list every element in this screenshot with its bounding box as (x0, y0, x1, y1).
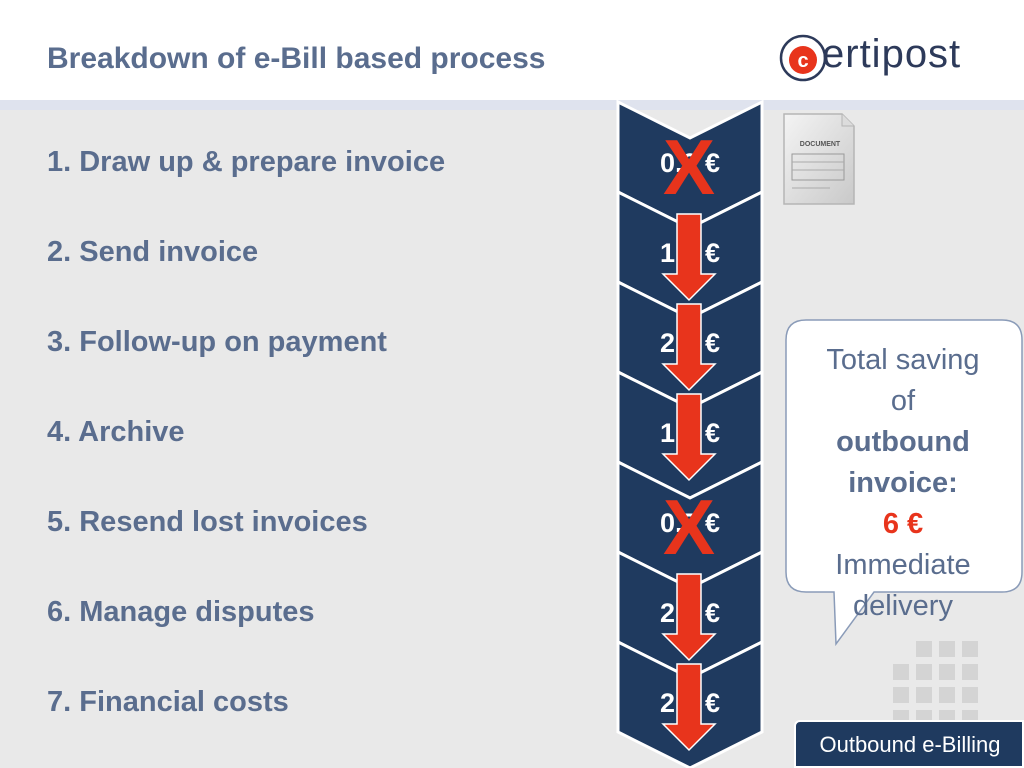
header-divider (0, 100, 1024, 110)
step-cost-3: 2,0 € (659, 328, 721, 358)
callout-line-4: invoice: (848, 467, 958, 499)
grid-square (916, 641, 932, 657)
logo-wordmark: ertipost (822, 32, 961, 77)
step-label-5: 5. Resend lost invoices (47, 506, 368, 538)
callout-amount: 6 € (882, 508, 924, 540)
step-cost-2: 1,0 € (659, 238, 721, 268)
step-label-2: 2. Send invoice (47, 236, 259, 268)
step-label-4: 4. Archive (47, 416, 185, 448)
callout-line-1: Total saving (826, 344, 980, 376)
decorative-grid-icon (893, 641, 978, 726)
step-cost-5: 0,7 € (659, 508, 721, 538)
callout-line-2: of (890, 385, 916, 417)
grid-square (893, 664, 909, 680)
document-icon-label: DOCUMENT (800, 141, 841, 148)
savings-callout-text: Total saving of outbound invoice: 6 € Im… (790, 340, 1016, 627)
step-label-6: 6. Manage disputes (47, 596, 315, 628)
step-label-1: 1. Draw up & prepare invoice (47, 146, 446, 178)
step-cost-4: 1,0 € (659, 418, 721, 448)
footer-label: Outbound e-Billing (819, 732, 1001, 757)
footer-badge: Outbound e-Billing (794, 720, 1024, 768)
callout-line-5: Immediate (835, 549, 971, 581)
logo-letter: c (797, 50, 808, 72)
step-cost-1: 0,3 € (659, 148, 721, 178)
grid-square (962, 641, 978, 657)
logo-wordmark-text: ertipost (822, 32, 962, 76)
document-icon: DOCUMENT (783, 113, 855, 205)
slide-header: Breakdown of e-Bill based process c erti… (0, 0, 1024, 100)
step-cost-7: 2,0 € (659, 688, 721, 718)
grid-square (916, 664, 932, 680)
callout-line-3: outbound (836, 426, 970, 458)
grid-square (939, 687, 955, 703)
step-label-3: 3. Follow-up on payment (47, 326, 387, 358)
step-cost-6: 2,5 € (659, 598, 721, 628)
grid-square (916, 687, 932, 703)
slide-title: Breakdown of e-Bill based process (47, 42, 546, 75)
grid-square (939, 664, 955, 680)
callout-line-6: delivery (853, 590, 953, 622)
savings-callout-bubble (785, 319, 1023, 647)
step-label-7: 7. Financial costs (47, 686, 289, 718)
certipost-logo: c ertipost (778, 30, 998, 86)
grid-square (939, 641, 955, 657)
grid-square (962, 664, 978, 680)
grid-square (893, 687, 909, 703)
grid-square (962, 687, 978, 703)
logo-c-emblem-icon: c (779, 34, 827, 82)
